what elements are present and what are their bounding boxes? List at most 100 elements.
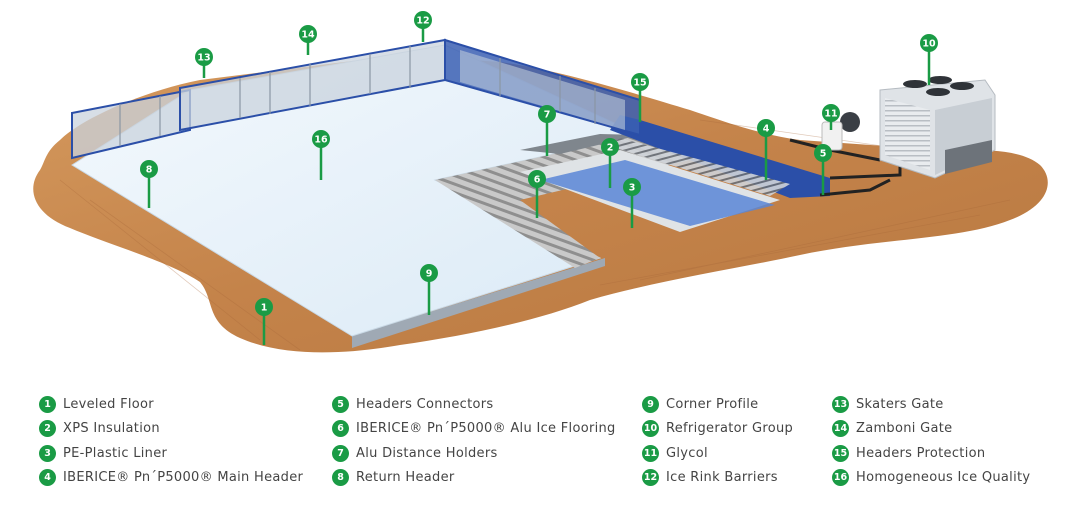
legend-badge: 10 [642,420,659,438]
callout-2: 2 [601,138,619,188]
legend-badge: 15 [832,444,849,462]
legend-item-3: 3 PE-Plastic Liner [39,441,303,466]
ice-rink-illustration [33,38,1048,353]
callout-marker [420,264,438,282]
legend-item-13: 13 Skaters Gate [832,392,1030,417]
callout-9: 9 [420,264,438,315]
callout-3: 3 [623,178,641,228]
callout-marker [299,25,317,43]
legend-badge: 6 [332,420,349,438]
legend-label: Glycol [666,445,708,461]
callout-14: 14 [299,25,317,55]
legend-label: XPS Insulation [63,421,160,437]
rink-slab-edge [352,258,605,348]
callout-marker [538,105,556,123]
callout-number: 15 [633,78,646,89]
callout-number: 13 [197,53,210,64]
callout-marker [414,11,432,29]
legend-badge: 11 [642,444,659,462]
legend-badge: 5 [332,395,349,413]
legend-item-8: 8 Return Header [332,466,616,491]
legend-badge: 3 [39,444,56,462]
legend-label: Ice Rink Barriers [666,470,778,486]
callout-6: 6 [528,170,546,218]
callout-number: 9 [426,269,433,280]
callout-marker [814,144,832,162]
legend-label: Alu Distance Holders [356,445,498,461]
legend-column-4: 13 Skaters Gate 14 Zamboni Gate 15 Headers Pr… [832,392,1030,490]
legend-column-1: 1 Leveled Floor 2 XPS Insulation 3 PE-Plastic… [39,392,303,490]
callout-number: 16 [314,135,328,146]
callout-number: 14 [301,30,315,41]
callout-15: 15 [631,73,649,122]
callout-marker [528,170,546,188]
barriers [71,38,641,160]
callout-marker [631,73,649,91]
callout-number: 2 [607,143,614,154]
callout-marker [195,48,213,66]
callout-number: 3 [629,183,636,194]
callout-7: 7 [538,105,556,156]
legend-item-5: 5 Headers Connectors [332,392,616,417]
legend-item-6: 6 IBERICE® Pn´P5000® Alu Ice Flooring [332,417,616,442]
legend-item-7: 7 Alu Distance Holders [332,441,616,466]
legend-column-2: 5 Headers Connectors 6 IBERICE® Pn´P5000® A… [332,392,616,490]
legend-label: Leveled Floor [63,396,154,412]
callout-10: 10 [920,34,938,85]
callout-number: 11 [824,109,837,120]
header-channel [610,115,830,198]
callout-marker [255,298,273,316]
header-pipes [610,138,790,196]
callout-marker [140,160,158,178]
legend-badge: 7 [332,444,349,462]
legend-label: Return Header [356,470,455,486]
callout-marker [920,34,938,52]
legend-item-9: 9 Corner Profile [642,392,793,417]
callout-16: 16 [312,130,330,180]
legend-item-15: 15 Headers Protection [832,441,1030,466]
legend-item-1: 1 Leveled Floor [39,392,303,417]
callout-number: 4 [763,124,770,135]
legend-badge: 9 [642,395,659,413]
callout-marker [312,130,330,148]
callout-number: 6 [534,175,541,186]
legend-label: IBERICE® Pn´P5000® Alu Ice Flooring [356,421,616,437]
callout-number: 1 [261,303,268,314]
callout-1: 1 [255,298,273,345]
callout-number: 5 [820,149,827,160]
legend-label: PE-Plastic Liner [63,445,168,461]
legend-item-11: 11 Glycol [642,441,793,466]
callout-5: 5 [814,144,832,195]
legend-badge: 13 [832,395,849,413]
legend-badge: 4 [39,469,56,487]
legend-label: Corner Profile [666,396,759,412]
callout-13: 13 [195,48,213,78]
callout-8: 8 [140,160,158,208]
legend-label: Skaters Gate [856,396,944,412]
legend-label: Headers Connectors [356,396,494,412]
legend-item-14: 14 Zamboni Gate [832,417,1030,442]
legend-badge: 12 [642,469,659,487]
xps-insulation [540,160,775,226]
legend-badge: 14 [832,420,849,438]
legend-label: Headers Protection [856,445,986,461]
legend-label: Homogeneous Ice Quality [856,470,1031,486]
callout-marker [757,119,775,137]
legend-badge: 2 [39,420,56,438]
callout-number: 7 [544,110,551,121]
callout-number: 12 [416,16,429,27]
callout-marker [822,104,840,122]
legend-label: Zamboni Gate [856,421,953,437]
callout-marker [623,178,641,196]
callout-11: 11 [822,104,840,130]
legend-item-12: 12 Ice Rink Barriers [642,466,793,491]
callout-number: 10 [922,39,936,50]
legend-badge: 1 [39,395,56,413]
legend-badge: 8 [332,469,349,487]
glycol-pump [840,112,860,132]
